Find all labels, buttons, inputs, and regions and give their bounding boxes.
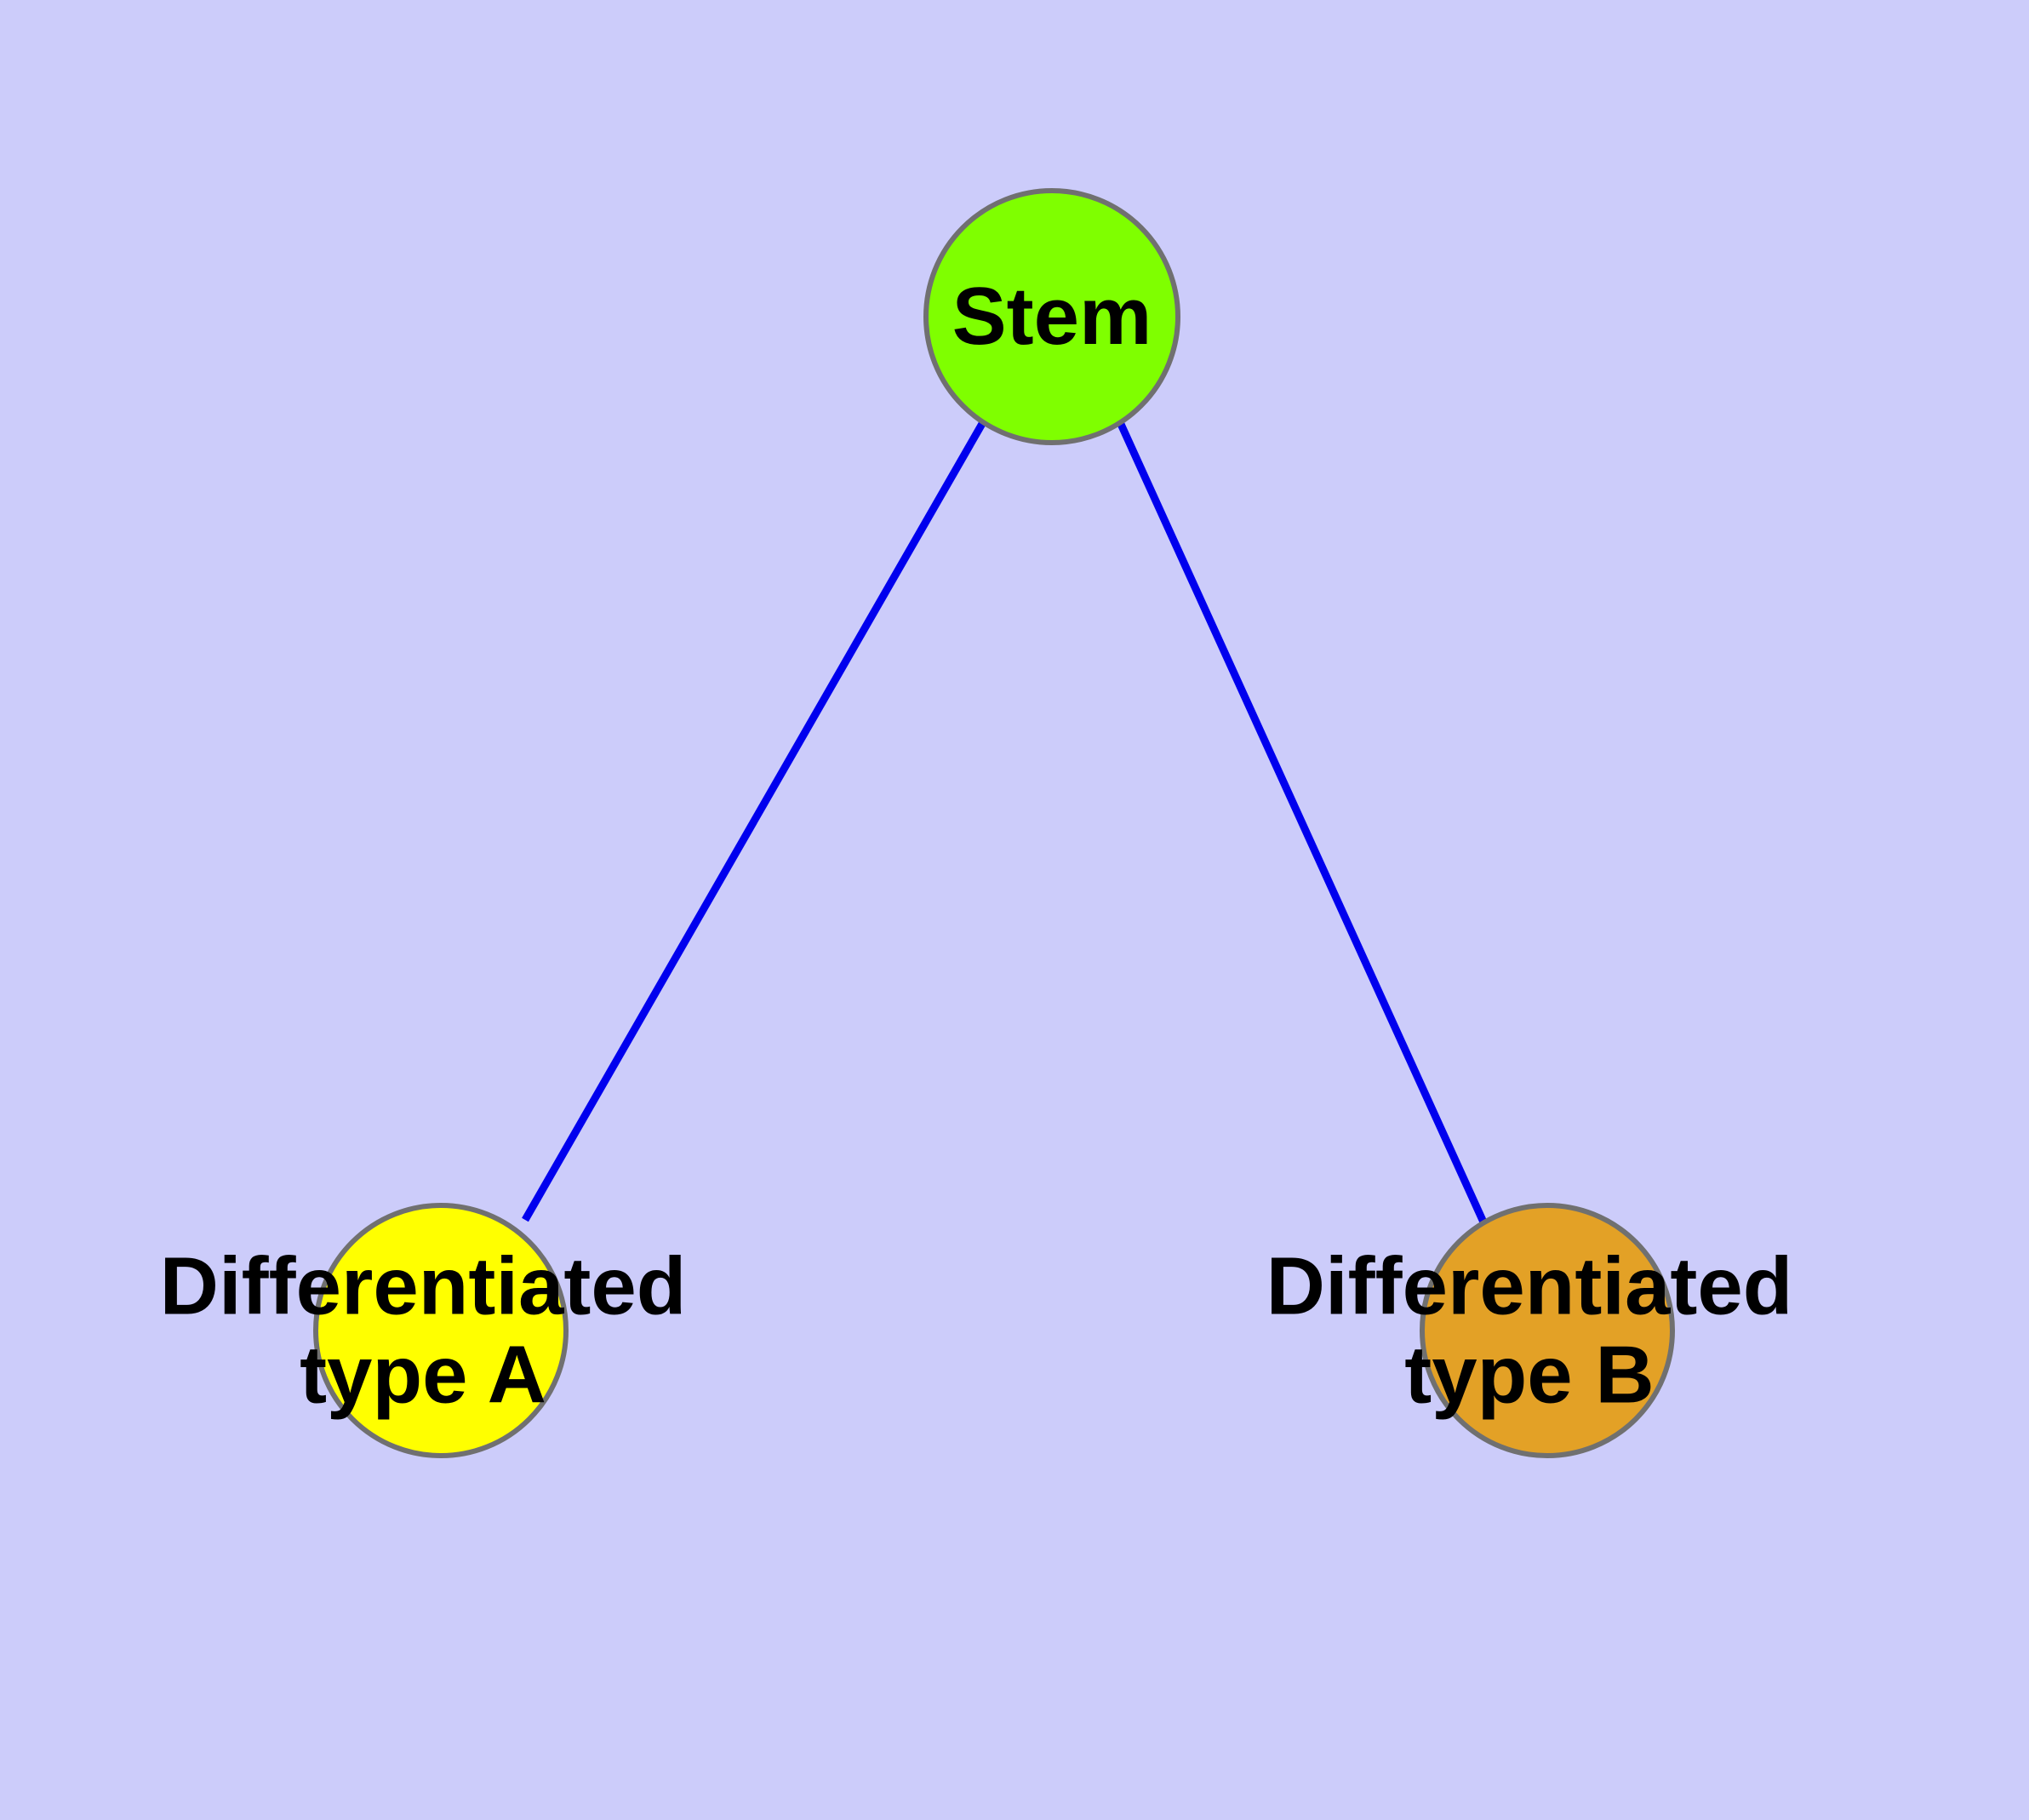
graph-node-stem[interactable] bbox=[923, 188, 1180, 445]
graph-edge bbox=[1116, 421, 1489, 1228]
edges-layer bbox=[522, 420, 1489, 1228]
graph-node-diff_b[interactable] bbox=[1420, 1203, 1675, 1458]
nodes-layer bbox=[313, 188, 1675, 1458]
graph-edge bbox=[522, 420, 986, 1222]
graph-node-diff_a[interactable] bbox=[313, 1203, 569, 1458]
